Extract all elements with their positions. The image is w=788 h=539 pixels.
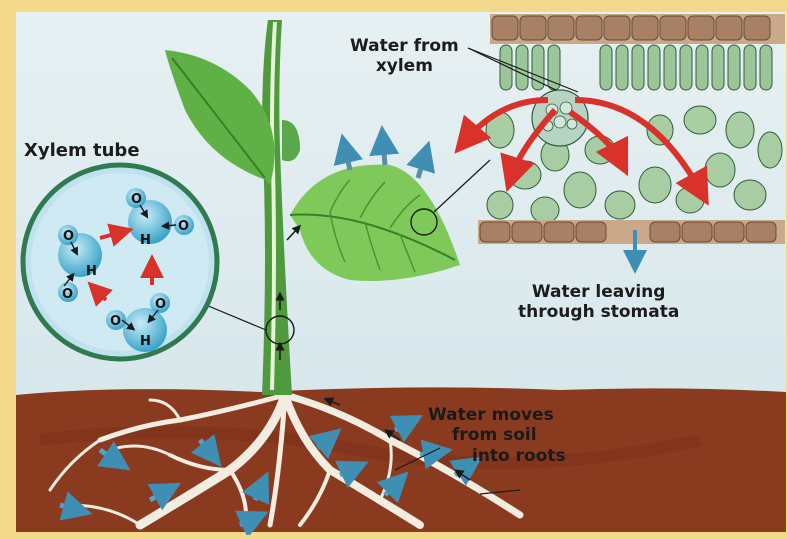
xylem-tube-label: Xylem tube bbox=[24, 140, 140, 162]
stem-xylem bbox=[272, 22, 275, 390]
molecule-atom-o: O bbox=[131, 192, 142, 207]
molecule-atom-h: H bbox=[140, 334, 151, 349]
water-from-xylem-line2: xylem bbox=[350, 56, 459, 76]
molecule-atom-h: H bbox=[140, 233, 151, 248]
water-moves-line2: from soil bbox=[428, 425, 566, 445]
molecule-atom-o: O bbox=[63, 229, 74, 244]
water-moves-label: Water moves from soil into roots bbox=[428, 405, 566, 466]
water-leaving-stomata-label: Water leaving through stomata bbox=[518, 282, 679, 323]
molecule-atom-o: O bbox=[110, 314, 121, 329]
water-leaving-line2: through stomata bbox=[518, 302, 679, 322]
water-moves-line3: into roots bbox=[428, 446, 566, 466]
molecule-atom-h: H bbox=[86, 264, 97, 279]
molecule-atom-o: O bbox=[62, 287, 73, 302]
molecule-atom-o: O bbox=[178, 219, 189, 234]
water-leaving-line1: Water leaving bbox=[518, 282, 679, 302]
molecule-atom-o: O bbox=[155, 297, 166, 312]
water-moves-line1: Water moves bbox=[428, 405, 566, 425]
water-from-xylem-line1: Water from bbox=[350, 36, 459, 56]
water-from-xylem-label: Water from xylem bbox=[350, 36, 459, 77]
